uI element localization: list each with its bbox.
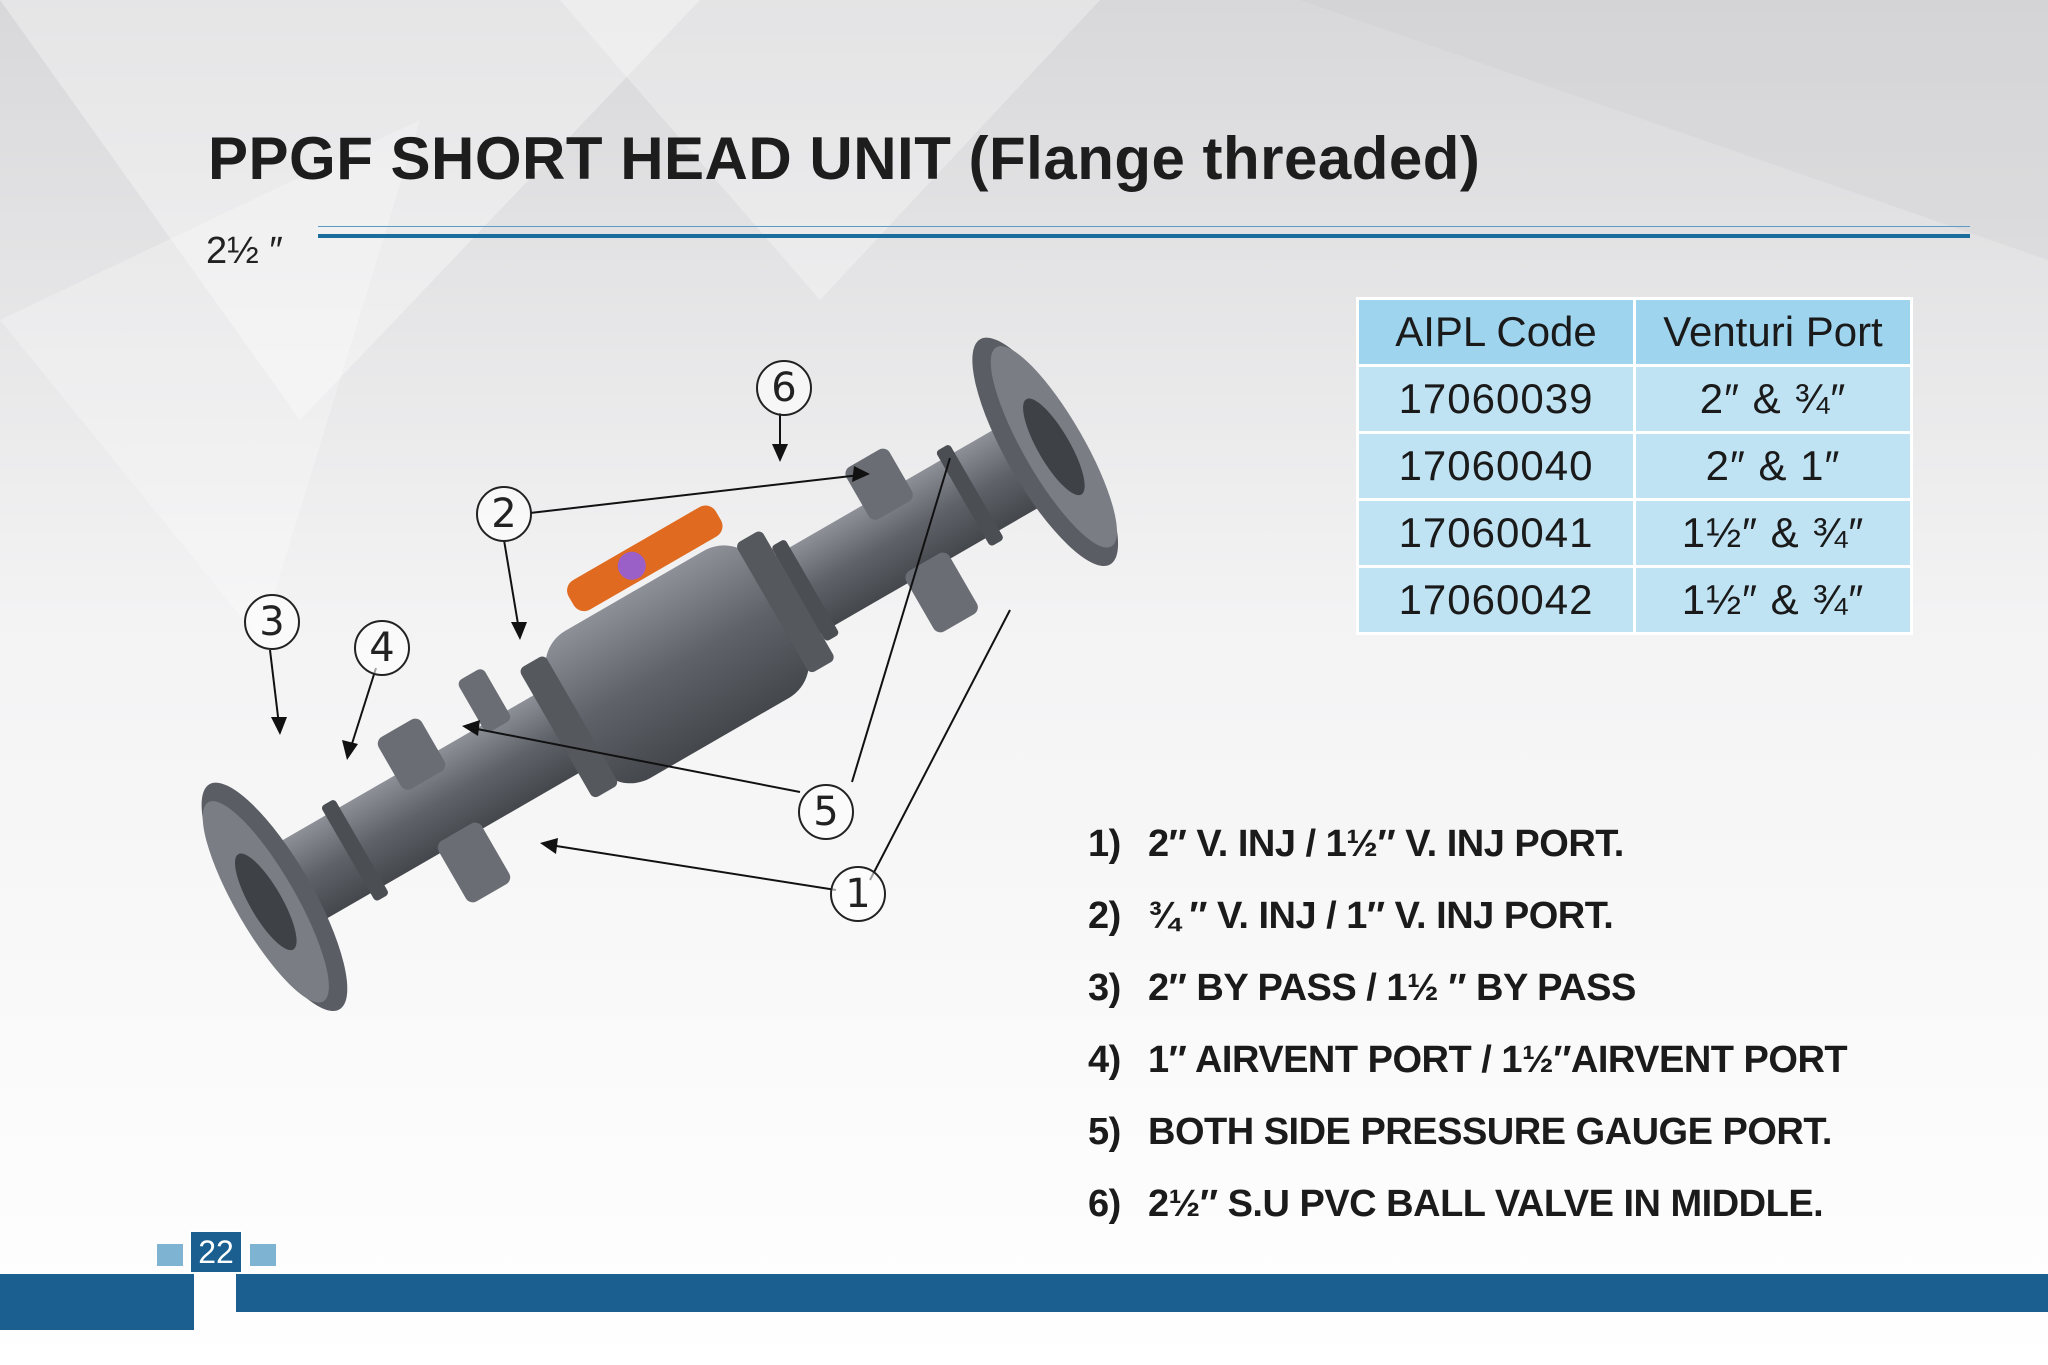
item-number: 2) <box>1088 894 1121 937</box>
feature-list: 1) 2″ V. INJ / 1½″ V. INJ PORT. 2) ¾ ″ V. … <box>1088 808 1848 1240</box>
item-number: 5) <box>1088 1110 1121 1153</box>
table-row: 17060041 1½″ & ¾″ <box>1356 498 1913 568</box>
valve-assembly-illustration <box>201 337 1119 1012</box>
cell-port: 1½″ & ¾″ <box>1633 498 1913 568</box>
item-text: ¾ ″ V. INJ / 1″ V. INJ PORT. <box>1148 894 1614 937</box>
list-item: 3) 2″ BY PASS / 1½ ″ BY PASS <box>1088 952 1847 1024</box>
col-header-venturi-port: Venturi Port <box>1633 297 1913 367</box>
callout-6: 6 <box>756 360 812 416</box>
cell-port: 2″ & 1″ <box>1633 431 1913 501</box>
cell-code: 17060039 <box>1356 364 1636 434</box>
title-rule-thin <box>318 226 1970 227</box>
size-label: 2½ ″ <box>206 230 283 272</box>
list-item: 4) 1″ AIRVENT PORT / 1½″AIRVENT PORT <box>1088 1024 1848 1096</box>
page-title: PPGF SHORT HEAD UNIT (Flange threaded) <box>208 125 1481 192</box>
item-text: BOTH SIDE PRESSURE GAUGE PORT. <box>1148 1110 1832 1153</box>
cell-port: 1½″ & ¾″ <box>1633 565 1913 635</box>
callout-4: 4 <box>354 620 410 676</box>
item-text: 2″ V. INJ / 1½″ V. INJ PORT. <box>1148 822 1624 865</box>
title-rule <box>318 234 1970 238</box>
footer-notch <box>0 1274 194 1330</box>
item-number: 4) <box>1088 1038 1121 1081</box>
callout-2: 2 <box>476 486 532 542</box>
cell-code: 17060040 <box>1356 431 1636 501</box>
col-header-aipl-code: AIPL Code <box>1356 297 1636 367</box>
arrowheads <box>271 444 870 854</box>
list-item: 2) ¾ ″ V. INJ / 1″ V. INJ PORT. <box>1088 880 1847 952</box>
table-header-row: AIPL Code Venturi Port <box>1356 297 1913 367</box>
callout-5: 5 <box>798 784 854 840</box>
list-item: 1) 2″ V. INJ / 1½″ V. INJ PORT. <box>1088 808 1847 880</box>
item-text: 2″ BY PASS / 1½ ″ BY PASS <box>1148 966 1636 1009</box>
footer-bar <box>236 1274 2048 1312</box>
item-number: 3) <box>1088 966 1121 1009</box>
page-marker-left <box>157 1244 183 1266</box>
item-number: 1) <box>1088 822 1121 865</box>
cell-code: 17060042 <box>1356 565 1636 635</box>
callout-3: 3 <box>244 594 300 650</box>
list-item: 6) 2½″ S.U PVC BALL VALVE IN MIDDLE. <box>1088 1168 1847 1240</box>
page-number: 22 <box>189 1230 243 1274</box>
item-number: 6) <box>1088 1182 1121 1225</box>
cell-code: 17060041 <box>1356 498 1636 568</box>
callout-1: 1 <box>830 866 886 922</box>
item-text: 2½″ S.U PVC BALL VALVE IN MIDDLE. <box>1148 1182 1824 1225</box>
list-item: 5) BOTH SIDE PRESSURE GAUGE PORT. <box>1088 1096 1847 1168</box>
table-row: 17060040 2″ & 1″ <box>1356 431 1913 501</box>
table-row: 17060039 2″ & ¾″ <box>1356 364 1913 434</box>
codes-table: AIPL Code Venturi Port 17060039 2″ & ¾″ … <box>1356 297 1913 635</box>
page-marker-right <box>250 1244 276 1266</box>
item-text: 1″ AIRVENT PORT / 1½″AIRVENT PORT <box>1148 1038 1848 1081</box>
cell-port: 2″ & ¾″ <box>1633 364 1913 434</box>
table-row: 17060042 1½″ & ¾″ <box>1356 565 1913 635</box>
